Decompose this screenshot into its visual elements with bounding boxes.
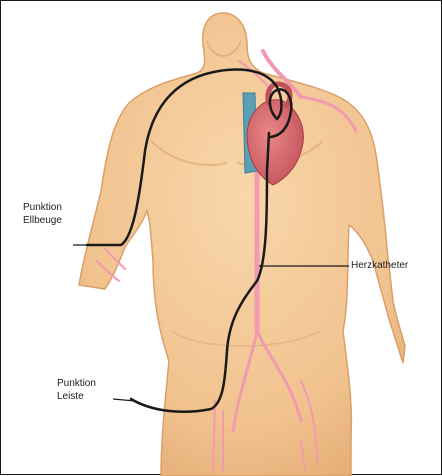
label-elbow-puncture: Punktion Ellbeuge (23, 201, 62, 227)
label-groin-line1: Punktion (57, 377, 96, 390)
label-groin-puncture: Punktion Leiste (57, 377, 96, 403)
label-catheter: Herzkatheter (351, 259, 408, 272)
label-elbow-line2: Ellbeuge (23, 214, 62, 227)
torso (79, 13, 405, 476)
label-groin-line2: Leiste (57, 390, 96, 403)
label-elbow-line1: Punktion (23, 201, 62, 214)
